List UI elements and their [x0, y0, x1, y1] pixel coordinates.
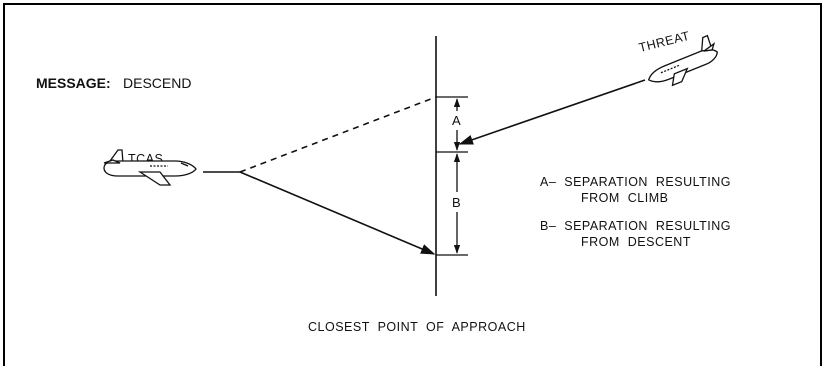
descend-path	[240, 172, 434, 254]
cpa-caption: CLOSEST POINT OF APPROACH	[308, 320, 526, 334]
dimension-a-label: A	[452, 113, 461, 128]
threat-label: THREAT	[637, 29, 691, 55]
legend-b-line2: FROM DESCENT	[581, 235, 691, 249]
dimension-b-label: B	[452, 195, 461, 210]
legend-a-line1: A– SEPARATION RESULTING	[540, 175, 731, 189]
legend-b-line1: B– SEPARATION RESULTING	[540, 219, 731, 233]
threat-path	[460, 80, 645, 144]
message-value: DESCEND	[123, 75, 191, 91]
climb-path	[240, 97, 436, 172]
message-label: MESSAGE:	[36, 75, 111, 91]
legend-a-line2: FROM CLIMB	[581, 191, 668, 205]
